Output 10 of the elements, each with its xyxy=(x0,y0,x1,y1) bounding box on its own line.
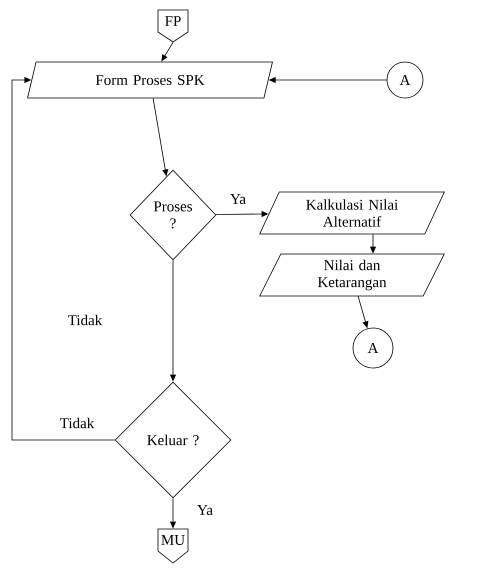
edge-label: Tidak xyxy=(58,416,96,430)
arrow xyxy=(12,76,115,440)
input-output-parallelogram: Kalkulasi Nilai Alternatif xyxy=(259,192,445,234)
edge-label: Ya xyxy=(196,504,214,516)
input-output-parallelogram: Form Proses SPK xyxy=(27,62,273,98)
off-page-connector: MU xyxy=(158,528,188,564)
edge-label: Tidak xyxy=(66,314,104,326)
input-output-parallelogram: Nilai dan Ketarangan xyxy=(259,254,445,296)
off-page-connector: FP xyxy=(158,10,188,42)
edge-label: Ya xyxy=(229,193,247,205)
